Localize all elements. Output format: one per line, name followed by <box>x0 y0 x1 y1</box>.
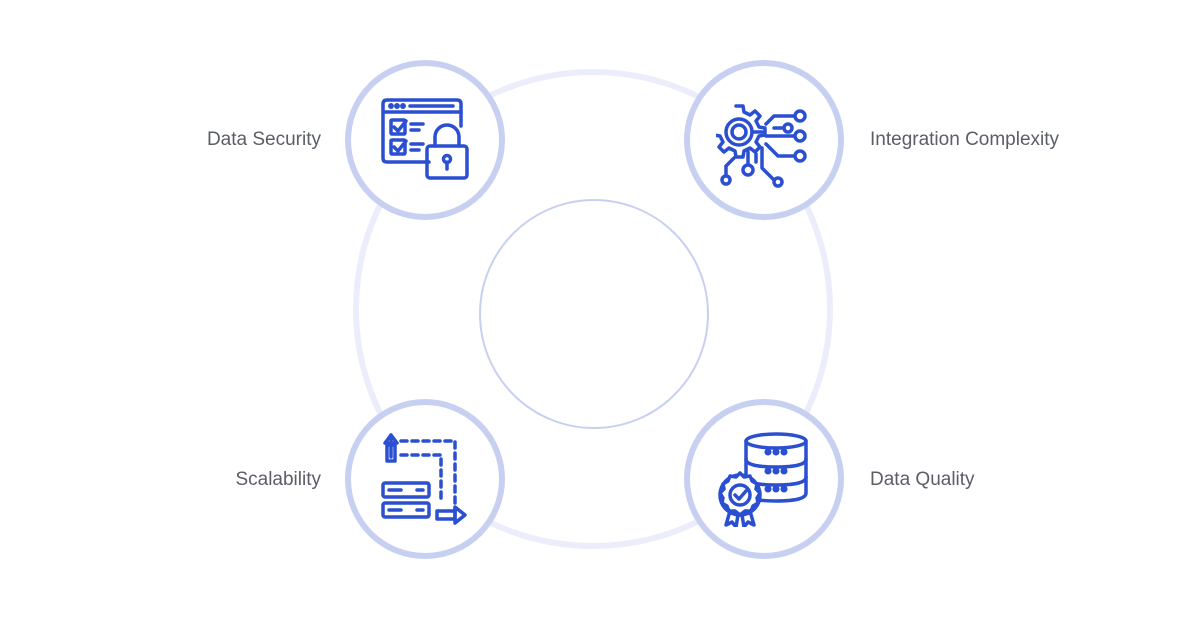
outer-ring <box>353 69 833 549</box>
label-scalability: Scalability <box>235 469 321 490</box>
database-badge-icon <box>718 432 808 527</box>
node-data-quality <box>684 399 844 559</box>
lock-checklist-icon <box>381 98 469 180</box>
node-data-security <box>345 60 505 220</box>
center-circle <box>479 199 709 429</box>
label-data-security: Data Security <box>206 129 321 150</box>
server-scale-icon <box>381 433 467 525</box>
node-scalability <box>345 399 505 559</box>
gear-circuit-icon <box>716 104 807 188</box>
label-integration-complexity: Integration Complexity <box>870 129 1060 150</box>
label-data-quality: Data Quality <box>870 469 975 490</box>
node-integration-complexity <box>684 60 844 220</box>
